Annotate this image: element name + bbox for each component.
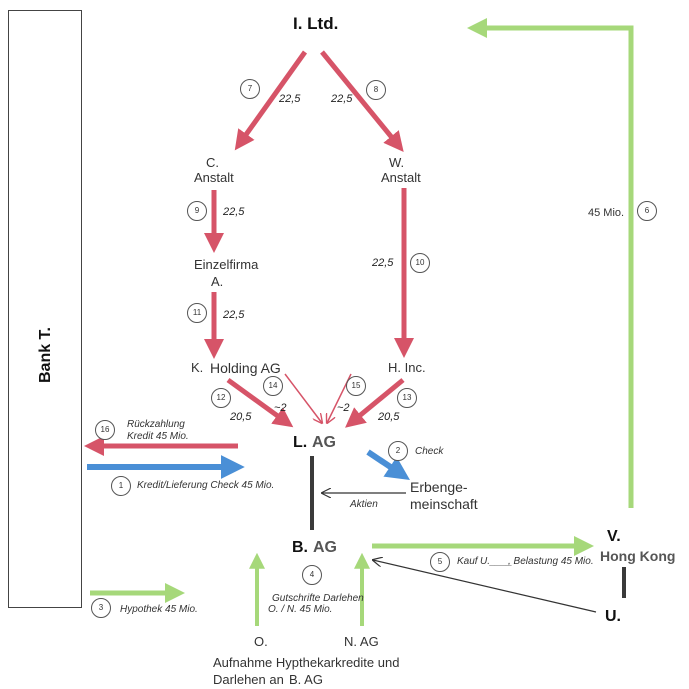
amount-8: 22,5 [331, 93, 353, 105]
step-10: 10 [410, 253, 430, 273]
step-6: 6 [637, 201, 657, 221]
step-14: 14 [263, 376, 283, 396]
node-hongkong: Hong Kong [600, 548, 676, 564]
node-h-inc: H. Inc. [388, 360, 426, 375]
amount-14: ~2 [274, 402, 287, 414]
step-5: 5 [430, 552, 450, 572]
step-4: 4 [302, 565, 322, 585]
note-1: Kredit/Lieferung Check 45 Mio. [137, 480, 275, 491]
bank-label: Bank T. [37, 326, 54, 384]
note-4-line2: O. / N. 45 Mio. [268, 604, 333, 615]
step-3: 3 [91, 598, 111, 618]
bottom-caption-line2a: Darlehen an [213, 672, 284, 687]
node-ltd: I. Ltd. [293, 14, 339, 33]
step-2: 2 [388, 441, 408, 461]
arrow-u-b [373, 560, 597, 613]
node-v: V. [607, 528, 621, 545]
bottom-caption-line1: Aufnahme Hypthekarkredite und [213, 655, 400, 670]
amount-12: 20,5 [230, 411, 252, 423]
node-l-ag: AG [312, 434, 336, 451]
amount-9: 22,5 [223, 206, 245, 218]
step-11: 11 [187, 303, 207, 323]
step-9: 9 [187, 201, 207, 221]
node-einzelfirma-line2: A. [211, 274, 224, 289]
arrow-7 [234, 50, 308, 151]
node-erben-line2: meinschaft [410, 496, 478, 512]
step-13: 13 [397, 388, 417, 408]
node-l-prefix: L. [293, 434, 308, 451]
arrow-12 [226, 377, 294, 428]
node-w-line1: W. [389, 155, 405, 170]
arrow-8 [320, 50, 404, 152]
amount-11: 22,5 [223, 309, 245, 321]
note-3: Hypothek 45 Mio. [120, 604, 198, 615]
bottom-caption-line2b: B. AG [289, 672, 323, 687]
node-einzelfirma-line1: Einzelfirma [194, 257, 259, 272]
node-b-prefix: B. [292, 539, 308, 556]
arrow-13 [345, 378, 405, 428]
step-7: 7 [240, 79, 260, 99]
arrow-2 [366, 449, 410, 480]
node-b-ag: AG [313, 539, 337, 556]
note-5c: , Belastung 45 Mio. [508, 556, 594, 567]
bank-box [8, 10, 82, 608]
note-16-line2: Kredit 45 Mio. [127, 431, 189, 442]
note-5b: U.____ [480, 556, 513, 567]
amount-15: ~2 [337, 402, 350, 414]
amount-7: 22,5 [279, 93, 301, 105]
note-aktien: Aktien [350, 499, 378, 510]
node-c-line1: C. [206, 155, 219, 170]
note-4-line1: Gutschrifte Darlehen [272, 593, 364, 604]
step-12: 12 [211, 388, 231, 408]
step-15: 15 [346, 376, 366, 396]
step-16: 16 [95, 420, 115, 440]
amount-10: 22,5 [372, 257, 394, 269]
node-holding: Holding AG [210, 360, 281, 376]
node-o: O. [254, 634, 268, 649]
note-5a: Kauf [457, 556, 478, 567]
node-erben-line1: Erbenge- [410, 479, 468, 495]
note-16-line1: Rückzahlung [127, 419, 185, 430]
node-k: K. [191, 360, 204, 375]
arrow-14 [284, 373, 322, 423]
node-u: U. [605, 608, 621, 625]
amount-13: 20,5 [378, 411, 400, 423]
node-n-ag: N. AG [344, 634, 379, 649]
node-w-line2: Anstalt [381, 170, 421, 185]
node-c-line2: Anstalt [194, 170, 234, 185]
note-2: Check [415, 446, 444, 457]
step-8: 8 [366, 80, 386, 100]
step-1: 1 [111, 476, 131, 496]
arrow-6 [467, 18, 634, 508]
amount-6: 45 Mio. [588, 207, 625, 219]
